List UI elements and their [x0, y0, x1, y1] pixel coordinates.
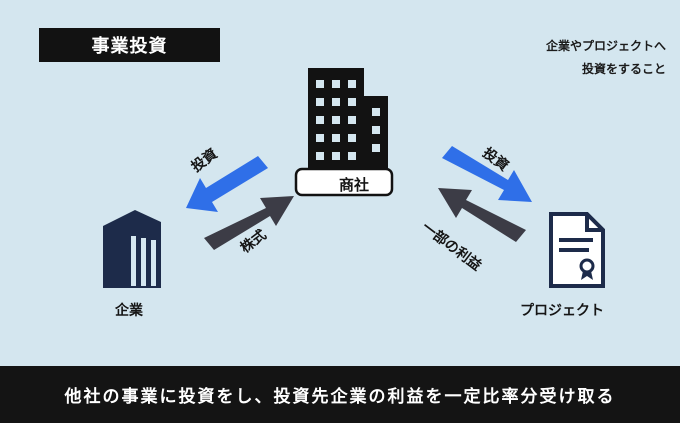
description-line-2: 投資をすること — [581, 62, 666, 76]
center-label: 商社 — [339, 176, 370, 194]
company-building-icon — [103, 210, 161, 288]
arrow-stock-return — [204, 196, 294, 250]
office-building-icon — [294, 68, 394, 197]
arrow-invest-right — [442, 146, 532, 202]
footer-summary: 他社の事業に投資をし、投資先企業の利益を一定比率分受け取る — [0, 366, 680, 423]
contract-document-icon — [549, 212, 605, 288]
diagram-title: 事業投資 — [39, 28, 220, 62]
description: 企業やプロジェクトへ 投資をすること — [546, 35, 666, 81]
arrow-invest-left — [186, 156, 268, 212]
left-label: 企業 — [115, 303, 143, 319]
right-label: プロジェクト — [520, 303, 604, 319]
arrow-profit-return — [438, 188, 526, 242]
description-line-1: 企業やプロジェクトへ — [545, 39, 666, 53]
